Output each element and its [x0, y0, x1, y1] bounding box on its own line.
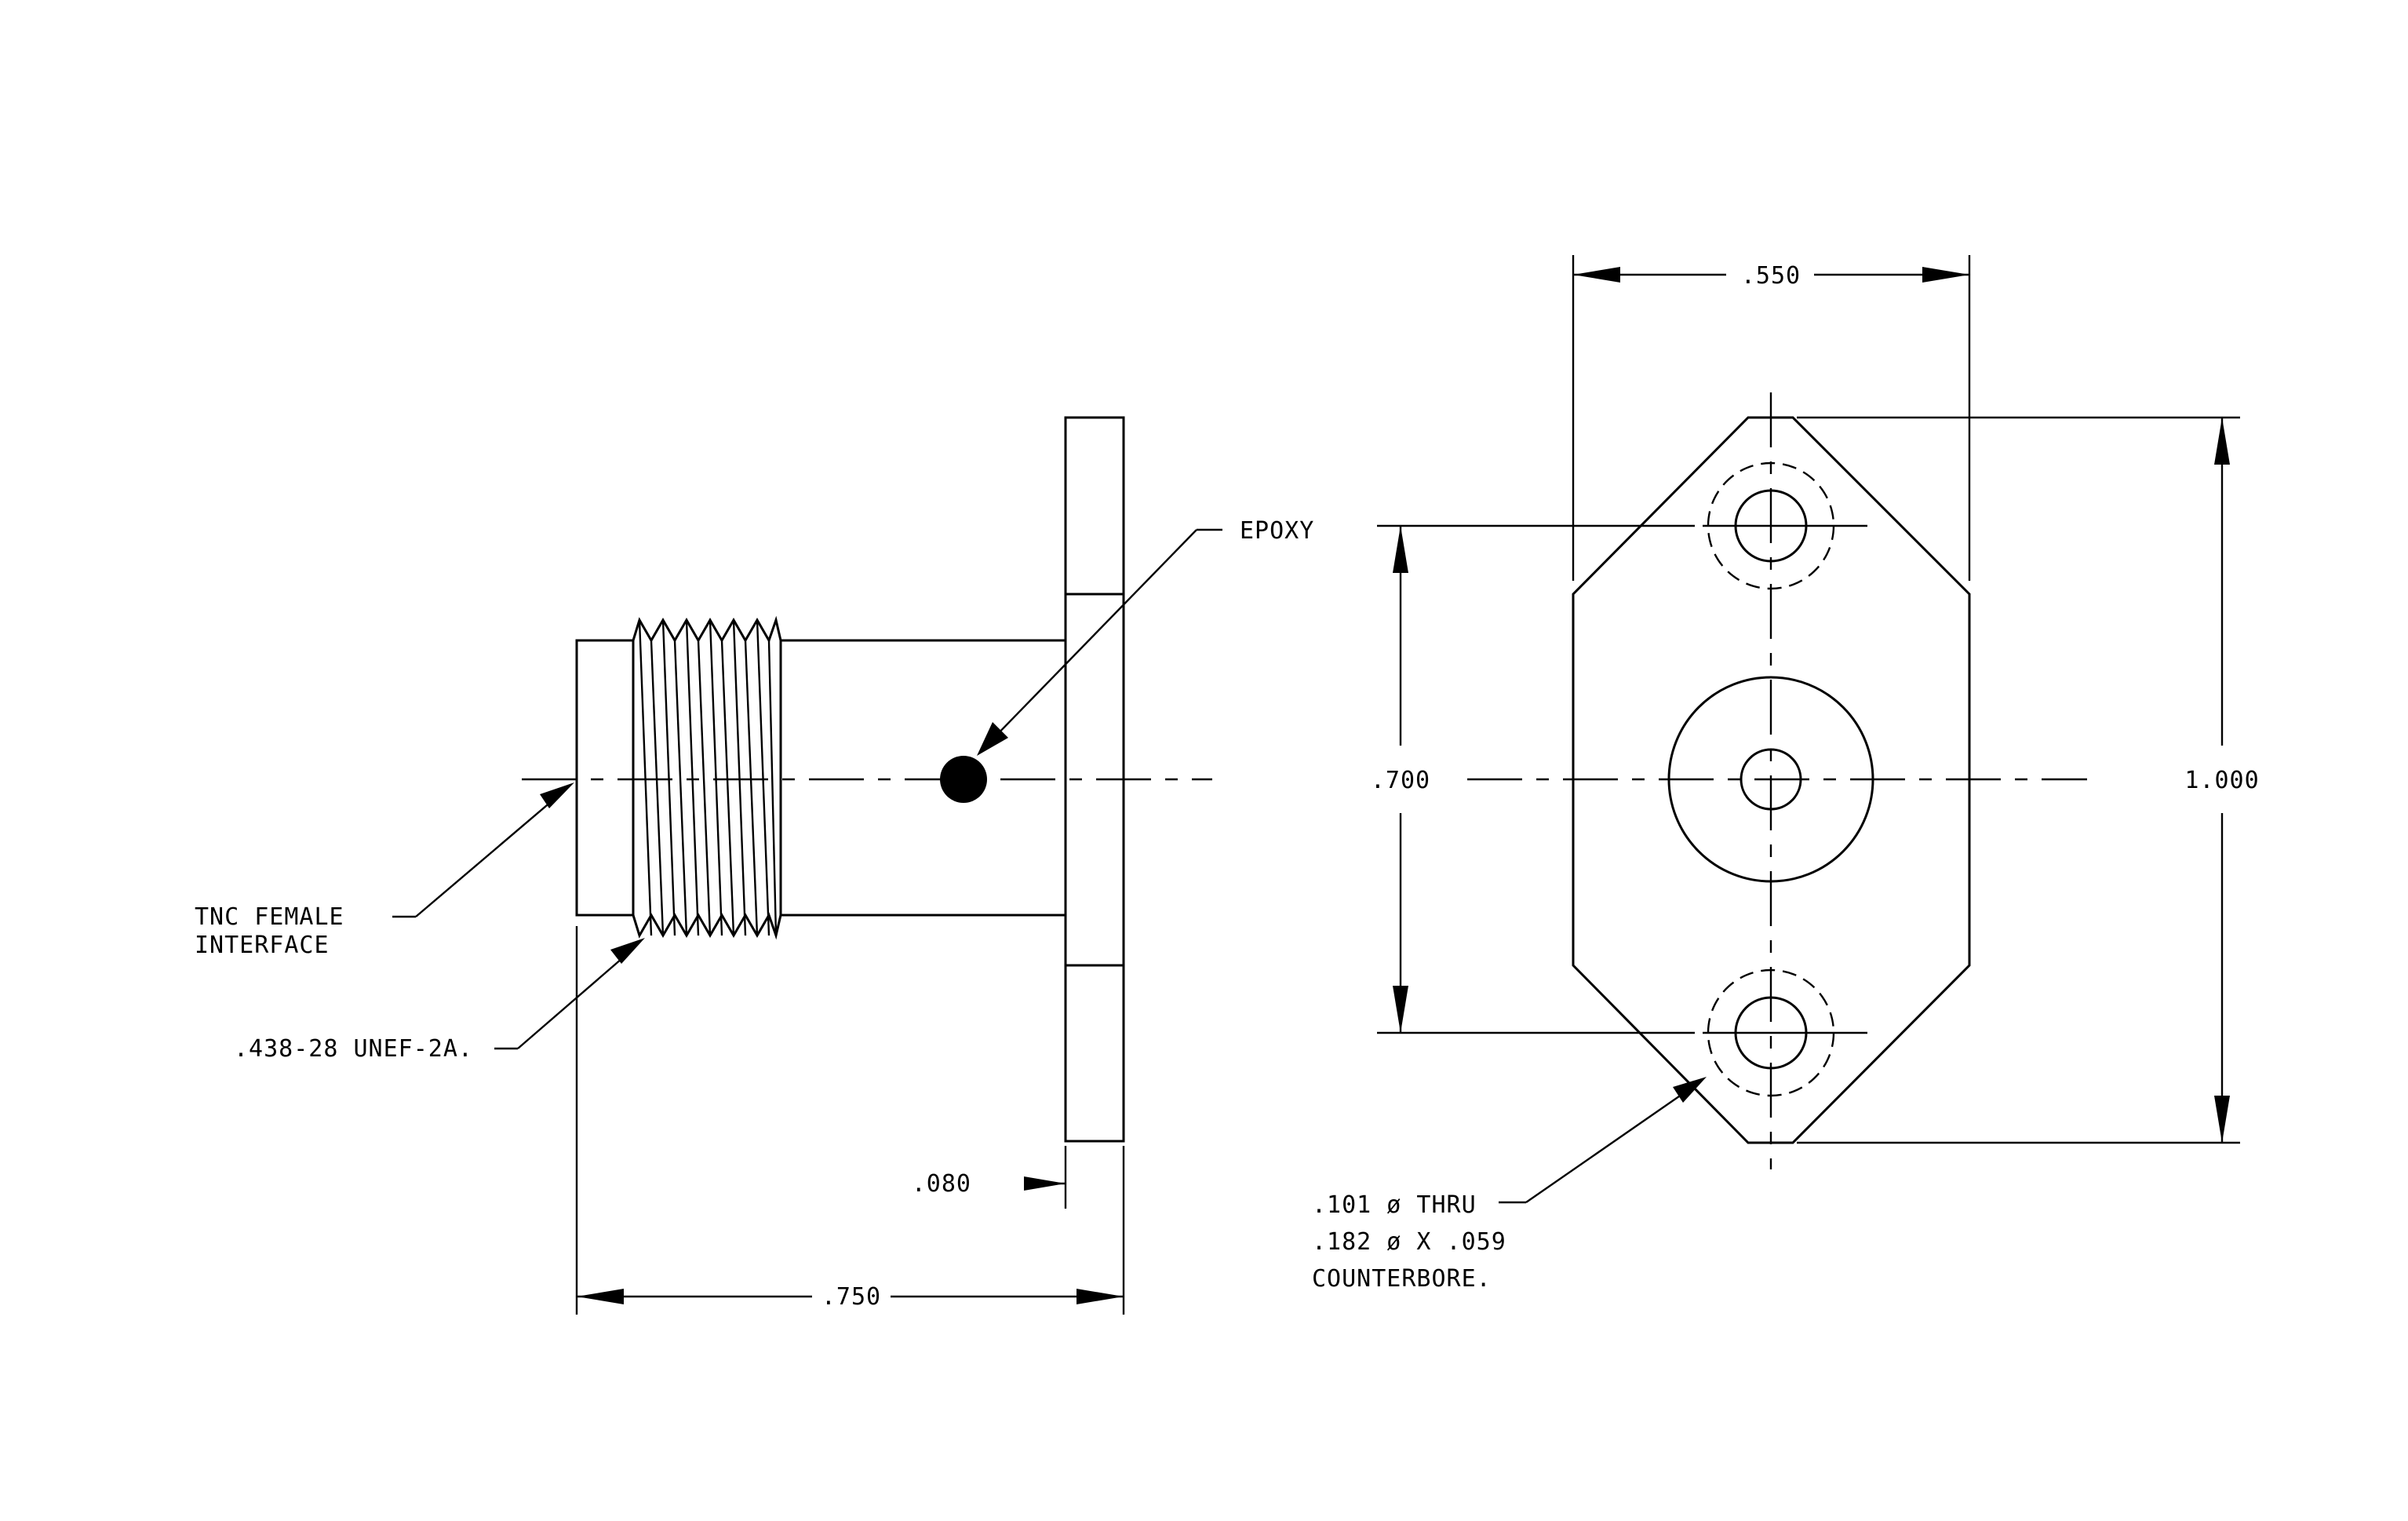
hole-label-line1: .101 ø THRU: [1312, 1191, 1477, 1219]
hole-label-line3: COUNTERBORE.: [1312, 1265, 1492, 1293]
interface-label-line1: TNC FEMALE: [195, 903, 344, 931]
flange-thickness-label: .080: [912, 1170, 971, 1198]
outer-body-circle: [1667, 676, 1874, 883]
callout-hole: .101 ø THRU .182 ø X .059 COUNTERBORE.: [1312, 1077, 1707, 1293]
interface-label-line2: INTERFACE: [195, 932, 330, 959]
interface-ring: [575, 639, 635, 917]
flange-width-label: .550: [1741, 262, 1801, 290]
callout-interface: TNC FEMALE INTERFACE: [195, 782, 574, 959]
dim-flange-width: .550: [1572, 255, 1971, 581]
front-flange-outline: [1572, 416, 1971, 1144]
epoxy-label: EPOXY: [1240, 517, 1314, 545]
overall-length-label: .750: [821, 1283, 881, 1311]
center-pin-circle: [1740, 748, 1802, 811]
side-flange: [1064, 416, 1125, 1143]
dim-overall-length: .750: [575, 926, 1125, 1315]
hole-spacing-label: .700: [1371, 767, 1430, 794]
epoxy-dot: [940, 756, 987, 803]
hole-label-line2: .182 ø X .059: [1312, 1228, 1506, 1256]
callout-thread: .438-28 UNEF-2A.: [234, 938, 645, 1063]
thread-label: .438-28 UNEF-2A.: [234, 1035, 473, 1063]
thread-section: [632, 615, 782, 940]
callout-epoxy: EPOXY: [977, 517, 1314, 756]
front-view: [1467, 392, 2087, 1169]
dim-hole-spacing: .700: [1371, 524, 1695, 1034]
side-view: [522, 416, 1212, 1143]
flange-height-label: 1.000: [2184, 767, 2259, 794]
dim-flange-thickness: .080: [912, 1146, 1067, 1209]
dim-flange-height: 1.000: [1797, 416, 2259, 1144]
